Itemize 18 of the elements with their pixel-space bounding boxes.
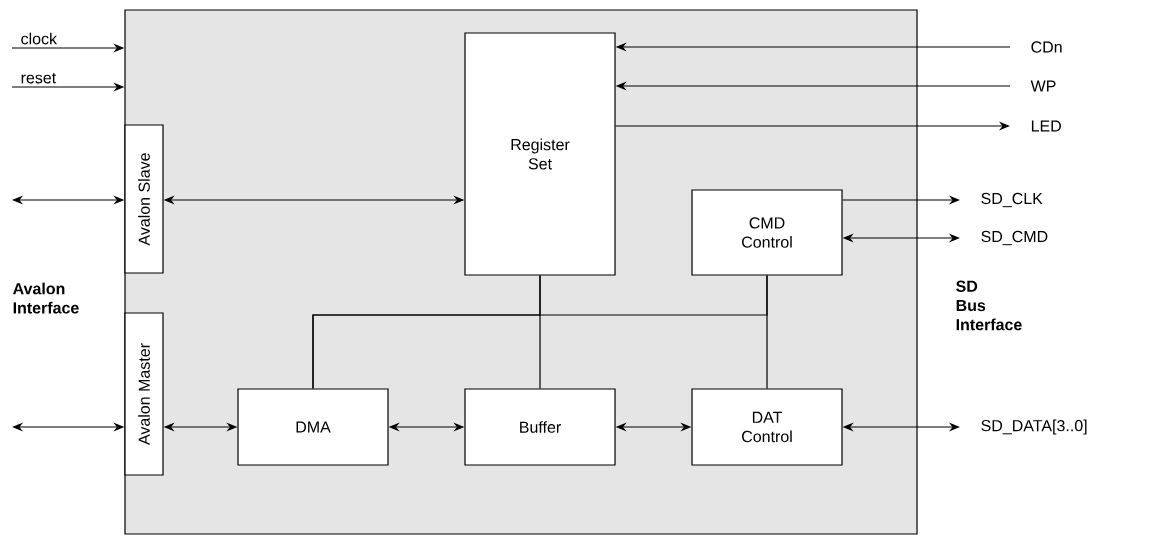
block-box: DAT Control (691, 388, 843, 466)
signal-label: LED (1031, 120, 1061, 132)
signal-label: WP (1030, 80, 1056, 92)
signal-label: SD_DATA[3..0] (981, 419, 1087, 435)
interface-box: Avalon Slave (124, 124, 164, 274)
signal-label: reset (21, 72, 57, 84)
block-box: Register Set (464, 32, 616, 276)
block-box: CMD Control (691, 189, 843, 276)
signal-label: SD_CLK (981, 192, 1043, 208)
connector-line (312, 275, 768, 389)
block-box: DMA (237, 388, 389, 466)
signal-label: clock (21, 32, 58, 45)
signal-label: CDn (1031, 41, 1062, 53)
interface-label: Avalon Interface (13, 282, 79, 314)
signal-label: SD_CMD (981, 230, 1048, 246)
interface-label: SD Bus Interface (956, 280, 1022, 331)
block-box: Buffer (464, 388, 616, 466)
interface-box: Avalon Master (124, 312, 164, 476)
